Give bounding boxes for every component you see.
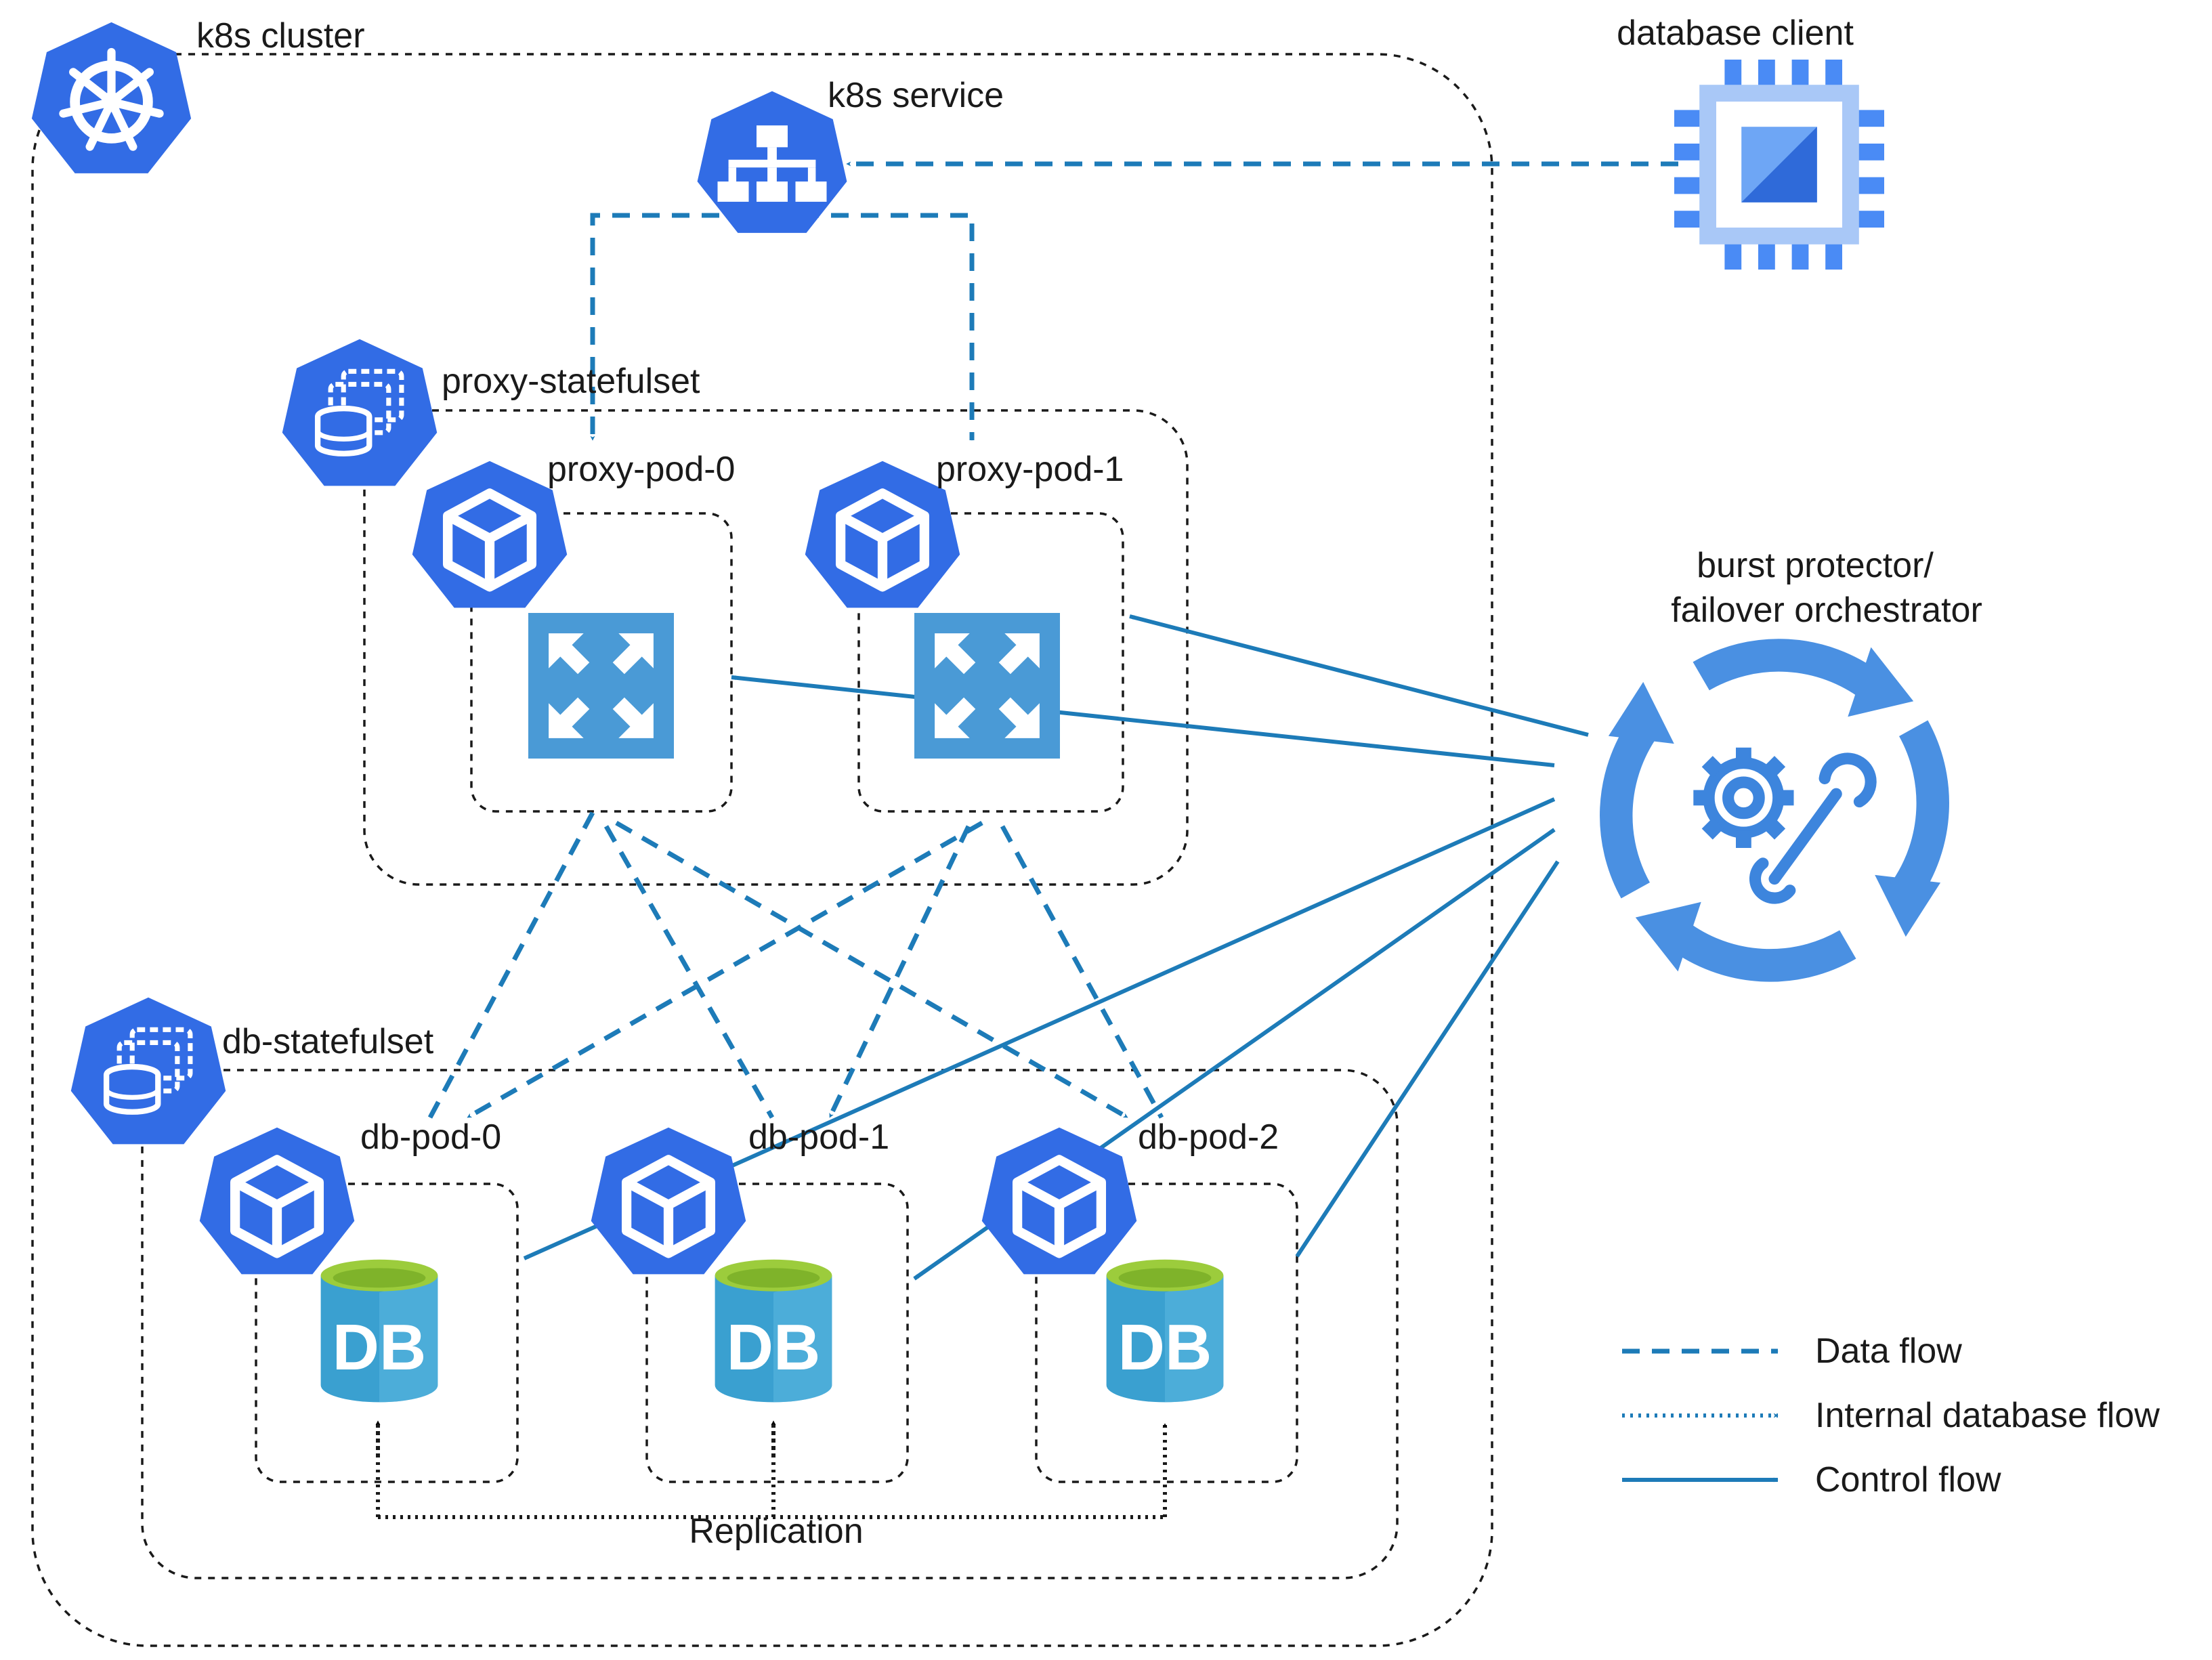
db-statefulset-icon (71, 998, 226, 1145)
control-flow-to-db-2 (1295, 860, 1560, 1258)
replication-label: Replication (689, 1512, 863, 1551)
data-flow-proxy-1-db-2 (1000, 825, 1164, 1119)
db-pod-1-cube-icon (591, 1128, 746, 1275)
db-pod-0-label: db-pod-0 (360, 1118, 501, 1157)
control-flow-to-proxy-0 (731, 675, 1555, 767)
data-flow-proxy-1-db-1 (827, 825, 971, 1119)
data-flow-service-to-proxy-0 (590, 213, 719, 441)
db-pod-2-boundary (1035, 1183, 1298, 1483)
proxy-1-expand-arrows-icon (914, 613, 1060, 759)
replication-flow (376, 1424, 1165, 1519)
data-flow-service-to-proxy-1 (742, 213, 975, 441)
cluster-boundary (31, 53, 1493, 1647)
data-flow-proxy-0-db-2 (615, 820, 1129, 1120)
data-flow-proxy-0-db-0 (427, 811, 595, 1119)
legend-internal-flow-label: Internal database flow (1815, 1396, 2160, 1435)
data-flow-proxy-1-db-0 (466, 820, 983, 1120)
orchestrator-label-line1: burst protector/ (1697, 546, 1934, 585)
legend: Data flow Internal database flow Control… (1622, 1332, 2160, 1499)
chip-icon (1674, 60, 1884, 270)
db-pod-1-boundary (645, 1183, 909, 1483)
gear-wrench-cycle-icon (1609, 647, 1940, 972)
proxy-pod-0-cube-icon (412, 461, 567, 608)
data-flow-proxy-0-db-1 (603, 825, 775, 1119)
proxy-pod-1-label: proxy-pod-1 (936, 450, 1124, 489)
db-statefulset-label: db-statefulset (222, 1022, 434, 1061)
legend-control-flow-label: Control flow (1815, 1460, 2001, 1499)
client-label: database client (1617, 14, 1854, 53)
service-label: k8s service (828, 76, 1004, 115)
db-pod-2-cube-icon (982, 1128, 1136, 1275)
db-pod-0-cube-icon (200, 1128, 354, 1275)
proxy-pod-0-boundary (470, 512, 733, 813)
db-pod-0-boundary (255, 1183, 519, 1483)
proxy-statefulset-label: proxy-statefulset (442, 362, 700, 401)
proxy-pod-0-label: proxy-pod-0 (547, 450, 735, 489)
legend-data-flow-label: Data flow (1815, 1332, 1962, 1371)
kubernetes-wheel-icon (32, 22, 191, 173)
db-1-badge: DB (727, 1311, 821, 1384)
k8s-service-hierarchy-icon (697, 91, 847, 233)
proxy-statefulset-boundary (363, 409, 1189, 886)
db-pod-2-label: db-pod-2 (1138, 1118, 1279, 1157)
control-flow-to-proxy-1 (1129, 614, 1589, 737)
db-0-badge: DB (333, 1311, 427, 1384)
db-2-badge: DB (1118, 1311, 1212, 1384)
proxy-statefulset-icon (282, 339, 437, 486)
db-pod-1-label: db-pod-1 (748, 1118, 889, 1157)
proxy-0-expand-arrows-icon (528, 613, 674, 759)
cluster-label: k8s cluster (196, 16, 365, 56)
orchestrator-label-line2: failover orchestrator (1671, 591, 1982, 630)
